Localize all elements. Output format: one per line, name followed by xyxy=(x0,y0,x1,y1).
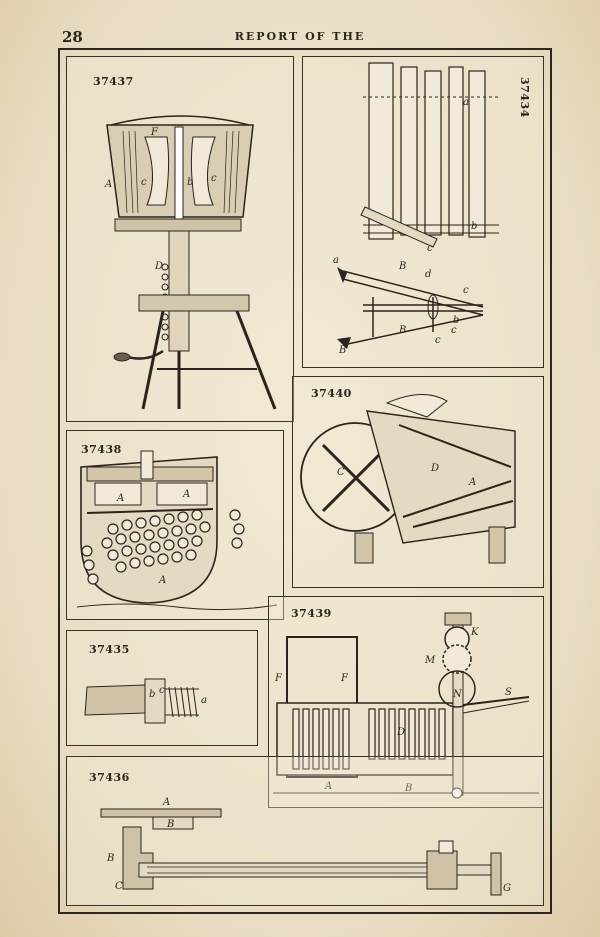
label-B2: B xyxy=(106,853,114,864)
label-S: S xyxy=(505,687,512,698)
label-c2: c xyxy=(211,173,217,184)
label-c: c xyxy=(141,177,147,188)
figure-37434-drawing: a B b c B a d c c c B b xyxy=(333,62,499,356)
figure-37434: 37434 xyxy=(302,56,544,368)
figure-37435: 37435 b c a xyxy=(66,630,258,746)
label-D: D xyxy=(396,727,405,738)
label-c4: c xyxy=(463,285,469,296)
plate-frame xyxy=(58,48,552,914)
figure-number: 37439 xyxy=(291,607,332,620)
churn-drawing: F A c b c D xyxy=(104,115,277,410)
figure-37440-drawing: C D A xyxy=(300,393,516,564)
label-D: D xyxy=(430,463,439,474)
figure-number: 37440 xyxy=(311,387,352,400)
figure-number: 37438 xyxy=(81,443,122,456)
label-a: a xyxy=(463,97,469,108)
label-F: F xyxy=(274,673,283,684)
running-title: REPORT OF THE xyxy=(234,30,366,43)
label-F: F xyxy=(150,127,159,138)
label-c3: c xyxy=(435,335,441,346)
label-B: B xyxy=(398,261,406,272)
label-M: M xyxy=(424,655,436,666)
figure-37435-drawing: b c a xyxy=(84,678,207,724)
label-c: c xyxy=(159,685,165,696)
label-C: C xyxy=(337,467,345,478)
figure-37439-drawing: K M N S F F D A B xyxy=(273,612,539,799)
label-A: A xyxy=(116,493,124,504)
label-b2: b xyxy=(453,315,459,326)
label-b: b xyxy=(471,221,477,232)
page-header: 28 REPORT OF THE xyxy=(0,26,600,48)
label-c2: c xyxy=(451,325,457,336)
label-A: A xyxy=(162,797,170,808)
label-A3: A xyxy=(158,575,166,586)
figure-37436-drawing: A B B C G xyxy=(100,797,511,896)
label-c: c xyxy=(427,243,433,254)
page-number: 28 xyxy=(62,28,83,46)
label-B3: B xyxy=(338,345,346,356)
label-b: b xyxy=(187,177,193,188)
label-b: b xyxy=(149,689,155,700)
label-A: A xyxy=(104,179,112,190)
figure-37438: 37438 A A A xyxy=(66,430,284,620)
figure-37437: 37437 xyxy=(66,56,294,422)
label-C: C xyxy=(115,881,123,892)
label-A: A xyxy=(324,781,332,792)
figure-number: 37437 xyxy=(93,75,134,88)
label-B: B xyxy=(404,783,412,794)
label-d: d xyxy=(425,269,431,280)
label-G: G xyxy=(503,883,511,894)
label-N: N xyxy=(452,689,463,700)
label-K: K xyxy=(470,627,479,638)
label-a: a xyxy=(201,695,207,706)
label-D: D xyxy=(154,261,163,272)
label-a2: a xyxy=(333,255,339,266)
label-B: B xyxy=(166,819,174,830)
figure-number: 37436 xyxy=(89,771,130,784)
figure-37436: 37436 A B B C G xyxy=(66,756,544,906)
label-F2: F xyxy=(340,673,349,684)
label-A2: A xyxy=(182,489,190,500)
figure-37440: 37440 C D A xyxy=(292,376,544,588)
label-B2: B xyxy=(398,325,406,336)
figure-37439: 37439 K M N xyxy=(268,596,544,808)
label-A: A xyxy=(468,477,476,488)
figure-number: 37435 xyxy=(89,643,130,656)
figure-37438-drawing: A A A xyxy=(76,450,278,611)
